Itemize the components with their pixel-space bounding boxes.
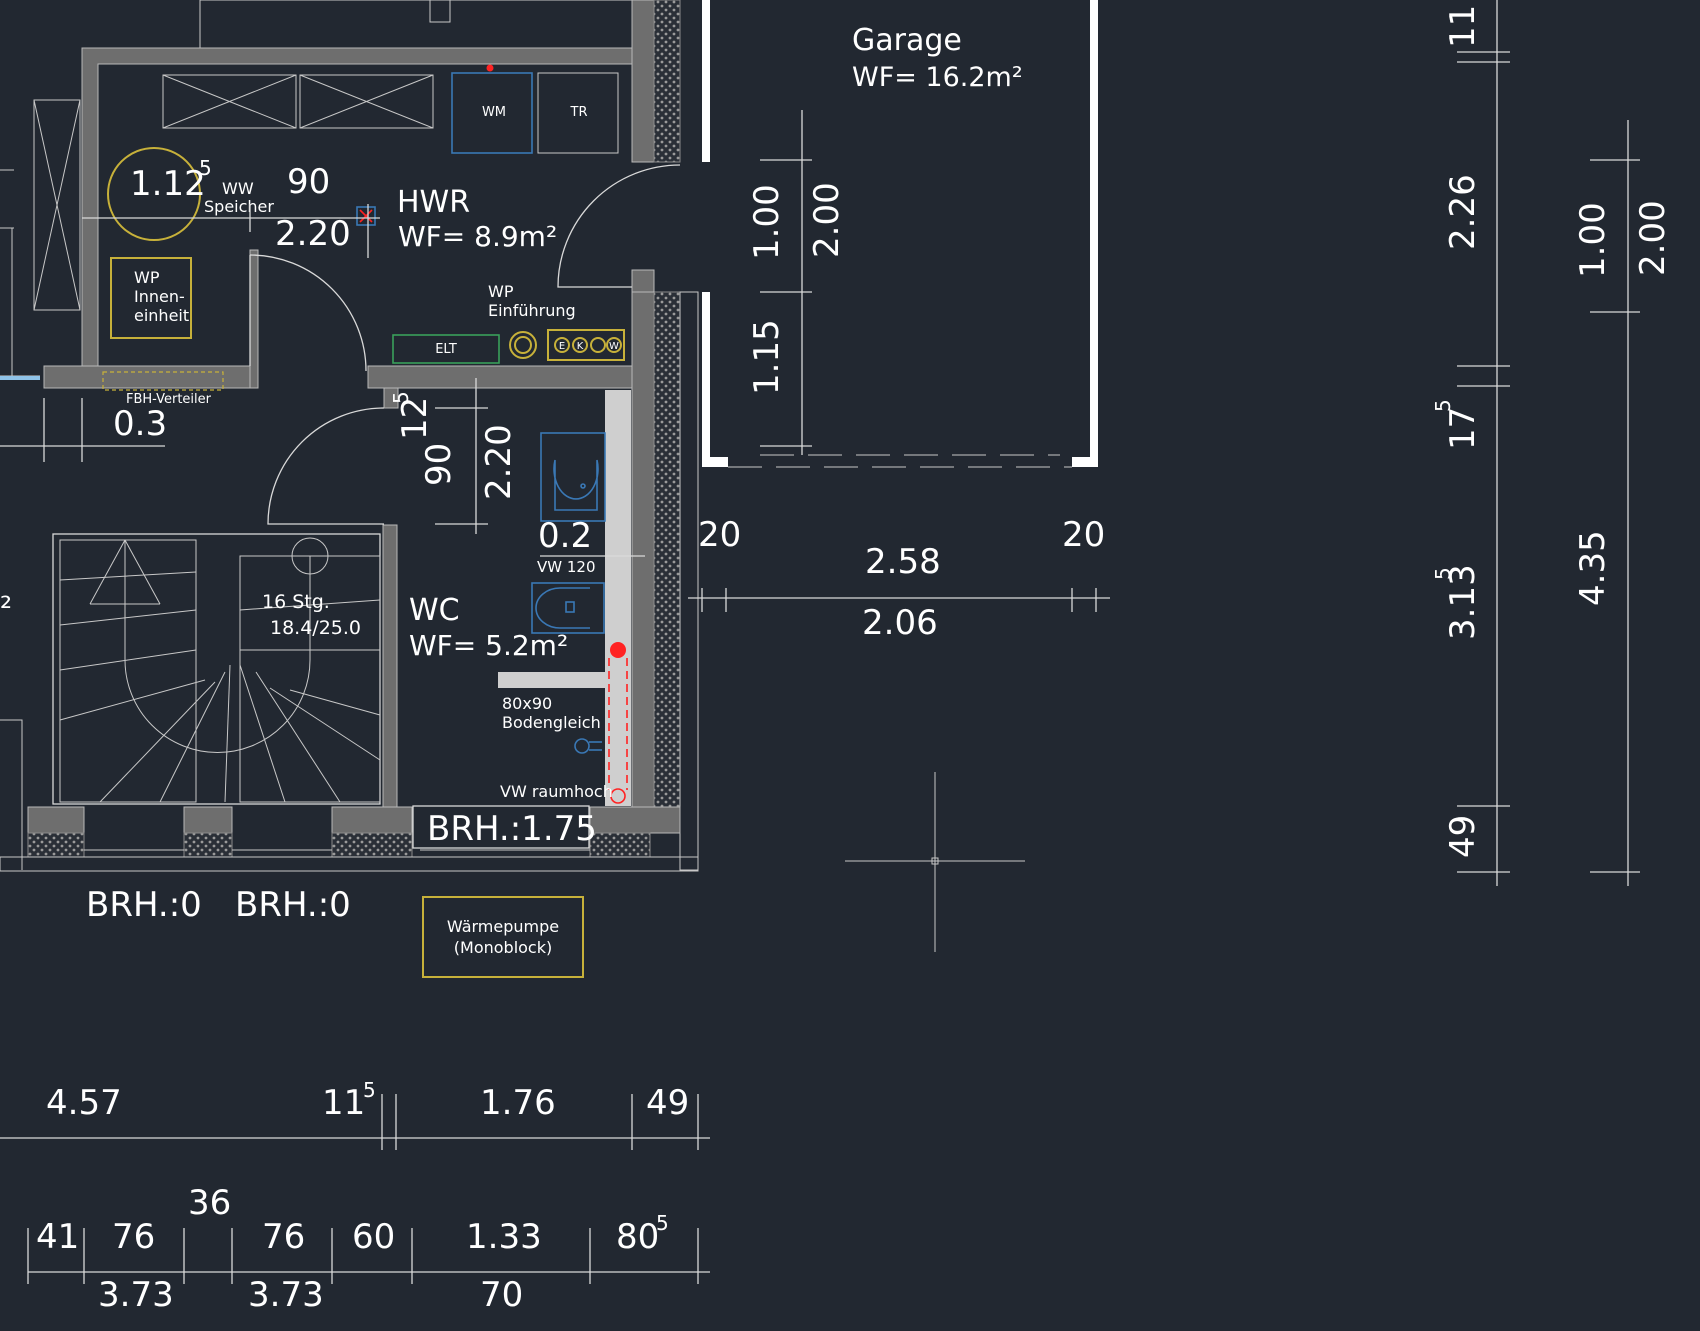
dim-bottom-36: 36 xyxy=(188,1183,231,1223)
utility-entry xyxy=(547,329,625,361)
dim-bottom-373b: 3.73 xyxy=(248,1275,324,1315)
room-hwr-area: WF= 8.9m² xyxy=(398,220,557,253)
room-wc-name: WC xyxy=(409,593,460,628)
staircase: 16 Stg. 18.4/25.0 xyxy=(52,533,381,805)
dim-206: 2.06 xyxy=(862,603,938,643)
dim-200a: 2.00 xyxy=(807,182,847,258)
dim-bottom-70: 70 xyxy=(480,1275,523,1315)
dim-115: 1.15 xyxy=(747,319,787,395)
dim-220b: 2.20 xyxy=(479,424,519,500)
utility-k: K xyxy=(577,341,584,352)
room-garage-name: Garage xyxy=(852,23,962,58)
sink xyxy=(540,432,606,522)
utility-e: E xyxy=(559,341,565,352)
floor-heating-manifold xyxy=(102,371,224,391)
dim-125: 12 xyxy=(395,397,435,440)
dim-bottom-49: 49 xyxy=(646,1083,689,1123)
stairs-count: 16 Stg. xyxy=(262,591,330,613)
heatpump-entry-label-1: WP xyxy=(488,282,514,301)
dim-right2-200: 2.00 xyxy=(1633,200,1673,276)
heatpump-outdoor-label-1: Wärmepumpe xyxy=(447,917,559,936)
dim-20b: 20 xyxy=(1062,515,1105,555)
washing-machine-label: WM xyxy=(482,105,506,120)
room-wc-area: WF= 5.2m² xyxy=(409,629,568,662)
dim-220a: 2.20 xyxy=(275,214,351,254)
electrical-panel xyxy=(392,334,500,364)
room-hwr-name: HWR xyxy=(397,185,470,220)
dim-bottom-176: 1.76 xyxy=(480,1083,556,1123)
heatpump-indoor-unit xyxy=(110,257,192,339)
dim-bottom-60: 60 xyxy=(352,1217,395,1257)
heatpump-indoor-label-3: einheit xyxy=(134,306,189,325)
dim-right-175-sup: 5 xyxy=(1431,399,1455,412)
dim-90b: 90 xyxy=(419,443,459,486)
fixtures: WM TR WW Speicher WP Innen- einheit FBH-… xyxy=(102,64,1025,978)
dimensions: 1.12 5 90 2.20 0.3 12 5 90 2.20 0.2 1.00… xyxy=(0,0,1673,1315)
heatpump-outdoor-label-2: (Monoblock) xyxy=(454,938,552,957)
electrical-panel-label: ELT xyxy=(435,342,457,357)
room-labels: Garage WF= 16.2m² HWR WF= 8.9m² WC WF= 5… xyxy=(0,23,1023,662)
shower-size: 80x90 xyxy=(502,694,552,713)
dim-right-3135-sup: 5 xyxy=(1431,567,1455,580)
heatpump-indoor-label-2: Innen- xyxy=(134,287,185,306)
dim-right-3135: 3.13 xyxy=(1443,564,1483,640)
heatpump-outdoor-unit xyxy=(422,896,584,978)
wall-label-vw120: VW 120 xyxy=(537,558,596,576)
dim-bottom-76b: 76 xyxy=(262,1217,305,1257)
dim-03: 0.3 xyxy=(113,404,167,444)
dim-90a: 90 xyxy=(287,162,330,202)
dim-100a: 1.00 xyxy=(747,184,787,260)
washing-machine xyxy=(451,72,533,154)
dim-bottom-805: 80 xyxy=(616,1217,659,1257)
heatpump-indoor-label-1: WP xyxy=(134,268,160,287)
room-left-area-fragment: ² xyxy=(0,591,12,626)
dim-258: 2.58 xyxy=(865,542,941,582)
water-heater-label: Speicher xyxy=(204,197,274,216)
dim-bottom-805-sup: 5 xyxy=(656,1211,669,1235)
window-sill-b: BRH.:0 xyxy=(235,885,351,925)
dim-right-115: 11 xyxy=(1443,5,1483,48)
dim-02: 0.2 xyxy=(538,516,592,556)
window-sill-a: BRH.:0 xyxy=(86,885,202,925)
shaft-label: VW raumhoch xyxy=(500,782,613,801)
dim-bottom-457: 4.57 xyxy=(46,1083,122,1123)
stairs-ratio: 18.4/25.0 xyxy=(270,617,361,639)
floor-heating-label: FBH-Verteiler xyxy=(126,392,212,407)
dim-right-175: 17 xyxy=(1443,407,1483,450)
dim-bottom-76a: 76 xyxy=(112,1217,155,1257)
window-labels: BRH.:1.75 BRH.:0 BRH.:0 xyxy=(86,805,597,925)
water-heater-ww: WW xyxy=(222,179,254,198)
dim-right-49: 49 xyxy=(1443,815,1483,858)
heatpump-entry-label-2: Einführung xyxy=(488,301,576,320)
dim-bottom-41: 41 xyxy=(36,1217,79,1257)
dryer xyxy=(537,72,619,154)
room-garage-area: WF= 16.2m² xyxy=(852,62,1023,93)
shower-type: Bodengleich xyxy=(502,713,601,732)
dim-right2-435: 4.35 xyxy=(1573,530,1613,606)
dim-1125-sup: 5 xyxy=(199,156,212,180)
dim-right2-100: 1.00 xyxy=(1573,202,1613,278)
window-sill-wc: BRH.:1.75 xyxy=(427,809,597,849)
dim-20a: 20 xyxy=(698,515,741,555)
utility-w: W xyxy=(609,341,619,352)
dim-bottom-373a: 3.73 xyxy=(98,1275,174,1315)
water-heater xyxy=(107,147,201,241)
dim-bottom-115-sup: 5 xyxy=(363,1078,376,1102)
dryer-label: TR xyxy=(570,105,588,120)
doors xyxy=(249,164,681,525)
toilet xyxy=(531,582,605,634)
dim-bottom-115: 11 xyxy=(322,1083,365,1123)
dim-bottom-133: 1.33 xyxy=(466,1217,542,1257)
dim-125-sup: 5 xyxy=(389,391,413,404)
dim-right-226: 2.26 xyxy=(1443,174,1483,250)
dim-1125: 1.12 xyxy=(130,164,206,204)
